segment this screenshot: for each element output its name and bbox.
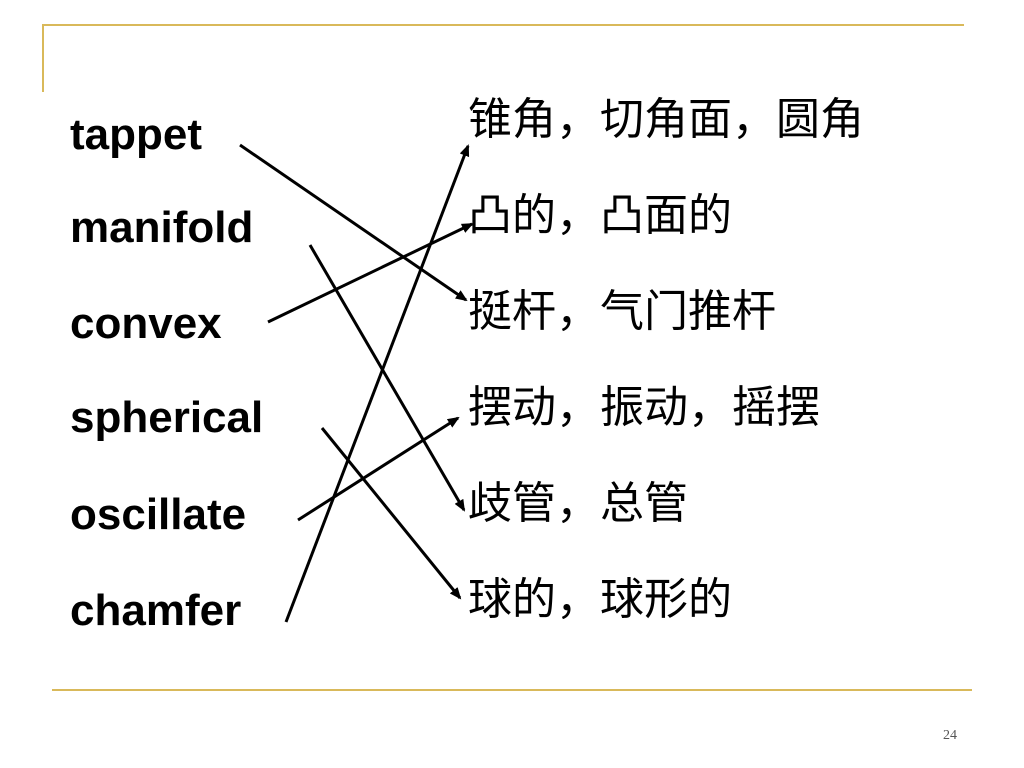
match-arrow-tappet [239, 143, 468, 302]
english-term-convex: convex [70, 299, 222, 348]
chinese-term-convex: 凸的，凸面的 [468, 190, 732, 241]
chinese-term-cone-angle: 锥角，切角面，圆角 [468, 94, 864, 145]
english-term-chamfer: chamfer [70, 586, 242, 635]
english-term-spherical: spherical [70, 393, 264, 442]
chinese-term-manifold: 歧管，总管 [468, 478, 688, 529]
english-term-oscillate: oscillate [70, 490, 247, 539]
chinese-term-spherical: 球的，球形的 [468, 574, 732, 625]
match-arrow-manifold [308, 244, 466, 512]
match-arrow-oscillate [297, 416, 460, 522]
match-arrow-spherical [320, 427, 462, 600]
bottom-rule [52, 689, 972, 691]
top-rule [42, 24, 964, 26]
english-term-tappet: tappet [70, 110, 202, 159]
page-number: 24 [943, 728, 957, 743]
left-rule [42, 24, 44, 92]
match-arrow-chamfer [284, 144, 470, 623]
chinese-term-oscillate: 摆动，振动，摇摆 [468, 382, 820, 433]
match-arrow-convex [267, 222, 474, 324]
english-term-manifold: manifold [70, 203, 254, 252]
chinese-term-tappet: 挺杆，气门推杆 [468, 286, 776, 337]
